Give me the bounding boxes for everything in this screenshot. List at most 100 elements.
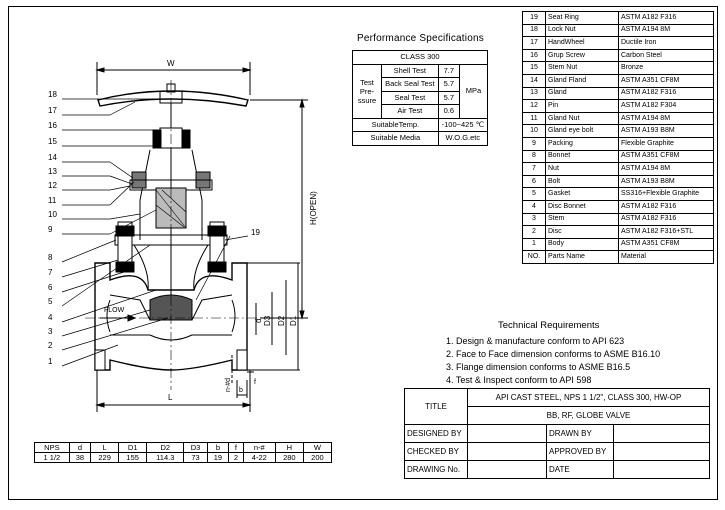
tech-item: 1. Design & manufacture conform to API 6… bbox=[446, 336, 625, 346]
perf-media-label: Suitable Media bbox=[352, 131, 439, 146]
parts-cell-name: Packing bbox=[545, 136, 619, 151]
parts-cell-no: 13 bbox=[522, 86, 546, 101]
tech-list: 1. Design & manufacture conform to API 6… bbox=[446, 335, 660, 387]
flow-label: FLOW bbox=[104, 307, 125, 314]
callout-13: 13 bbox=[48, 167, 57, 176]
dim-d2-label: D2 bbox=[277, 315, 286, 326]
callout-3: 3 bbox=[48, 327, 53, 336]
parts-cell-no: 6 bbox=[522, 174, 546, 189]
parts-cell-material: ASTM A351 CF8M bbox=[618, 237, 714, 252]
parts-header-name: Parts Name bbox=[545, 250, 619, 264]
parts-cell-material: ASTM A193 B8M bbox=[618, 124, 714, 138]
tb-title-line1: API CAST STEEL, NPS 1 1/2", CLASS 300, H… bbox=[467, 388, 710, 407]
parts-cell-material: ASTM A194 8M bbox=[618, 111, 714, 126]
dim-f-label: f bbox=[254, 379, 256, 386]
dims-header: D2 bbox=[146, 442, 185, 453]
tb-designed: DESIGNED BY bbox=[404, 424, 468, 443]
dim-l-label: L bbox=[168, 393, 173, 402]
dims-header: b bbox=[206, 442, 230, 453]
parts-cell-name: Pin bbox=[545, 99, 619, 113]
parts-cell-no: 17 bbox=[522, 36, 546, 50]
parts-cell-no: 8 bbox=[522, 149, 546, 164]
dims-value: 4-22 bbox=[242, 452, 276, 463]
parts-cell-name: Grup Screw bbox=[545, 48, 619, 63]
dims-header: D1 bbox=[118, 442, 148, 453]
perf-back: Back Seal Test bbox=[381, 77, 439, 92]
callout-6: 6 bbox=[48, 283, 53, 292]
title-block: TITLE API CAST STEEL, NPS 1 1/2", CLASS … bbox=[404, 388, 710, 479]
parts-cell-material: ASTM A194 8M bbox=[618, 23, 714, 38]
dim-d3-label: D3 bbox=[263, 315, 272, 326]
parts-cell-material: ASTM A182 F316+STL bbox=[618, 225, 714, 239]
parts-cell-material: SS316+Flexible Graphite bbox=[618, 187, 714, 201]
callout-8: 8 bbox=[48, 253, 53, 262]
parts-cell-material: Ductile Iron bbox=[618, 36, 714, 50]
parts-cell-no: 3 bbox=[522, 212, 546, 227]
parts-cell-no: 4 bbox=[522, 199, 546, 214]
callout-12: 12 bbox=[48, 181, 57, 190]
dims-header: H bbox=[274, 442, 304, 453]
parts-cell-name: Bolt bbox=[545, 174, 619, 189]
dims-value: 200 bbox=[302, 452, 333, 463]
parts-cell-material: ASTM A193 B8M bbox=[618, 174, 714, 189]
callout-4: 4 bbox=[48, 313, 53, 322]
tb-drawing: DRAWING No. bbox=[404, 460, 468, 479]
parts-header-row: NO. Parts Name Material bbox=[522, 250, 714, 264]
dim-n-label: n-#d bbox=[225, 378, 232, 392]
callout-1: 1 bbox=[48, 357, 53, 366]
dim-b-label: b bbox=[239, 387, 243, 394]
parts-cell-no: 2 bbox=[522, 225, 546, 239]
callout-5: 5 bbox=[48, 297, 53, 306]
parts-cell-material: Bronze bbox=[618, 61, 714, 75]
callout-19: 19 bbox=[251, 228, 260, 237]
perf-back-val: 5.7 bbox=[437, 77, 460, 92]
parts-cell-material: ASTM A182 F316 bbox=[618, 86, 714, 101]
parts-cell-name: Gland Nut bbox=[545, 111, 619, 126]
parts-cell-material: ASTM A351 CF8M bbox=[618, 149, 714, 164]
perf-unit: MPa bbox=[458, 63, 489, 119]
perf-shell: Shell Test bbox=[381, 63, 439, 78]
parts-cell-name: Body bbox=[545, 237, 619, 252]
tb-approved: APPROVED BY bbox=[546, 442, 614, 461]
tb-title-label: TITLE bbox=[404, 388, 468, 425]
callout-15: 15 bbox=[48, 137, 57, 146]
callout-2: 2 bbox=[48, 341, 53, 350]
callout-10: 10 bbox=[48, 210, 57, 219]
parts-cell-name: Gasket bbox=[545, 187, 619, 201]
parts-cell-name: Gland bbox=[545, 86, 619, 101]
parts-cell-name: Nut bbox=[545, 162, 619, 176]
parts-cell-name: HandWheel bbox=[545, 36, 619, 50]
dim-h-label: H(OPEN) bbox=[309, 191, 318, 225]
callout-18: 18 bbox=[48, 90, 57, 99]
dims-header: W bbox=[302, 442, 333, 453]
callout-9: 9 bbox=[48, 225, 53, 234]
callout-17: 17 bbox=[48, 106, 57, 115]
dims-value: 38 bbox=[68, 452, 92, 463]
perf-class: CLASS 300 bbox=[352, 50, 488, 65]
parts-cell-no: 5 bbox=[522, 187, 546, 201]
parts-cell-material: ASTM A182 F316 bbox=[618, 212, 714, 227]
dims-value: 280 bbox=[274, 452, 304, 463]
parts-cell-name: Gland eye bolt bbox=[545, 124, 619, 138]
tb-drawn: DRAWN BY bbox=[546, 424, 614, 443]
parts-cell-no: 12 bbox=[522, 99, 546, 113]
parts-cell-material: ASTM A351 CF8M bbox=[618, 73, 714, 88]
tb-title-line2: BB, RF, GLOBE VALVE bbox=[467, 406, 710, 425]
parts-cell-name: Bonnet bbox=[545, 149, 619, 164]
dim-d1-label: D1 bbox=[289, 315, 298, 326]
parts-cell-no: 7 bbox=[522, 162, 546, 176]
